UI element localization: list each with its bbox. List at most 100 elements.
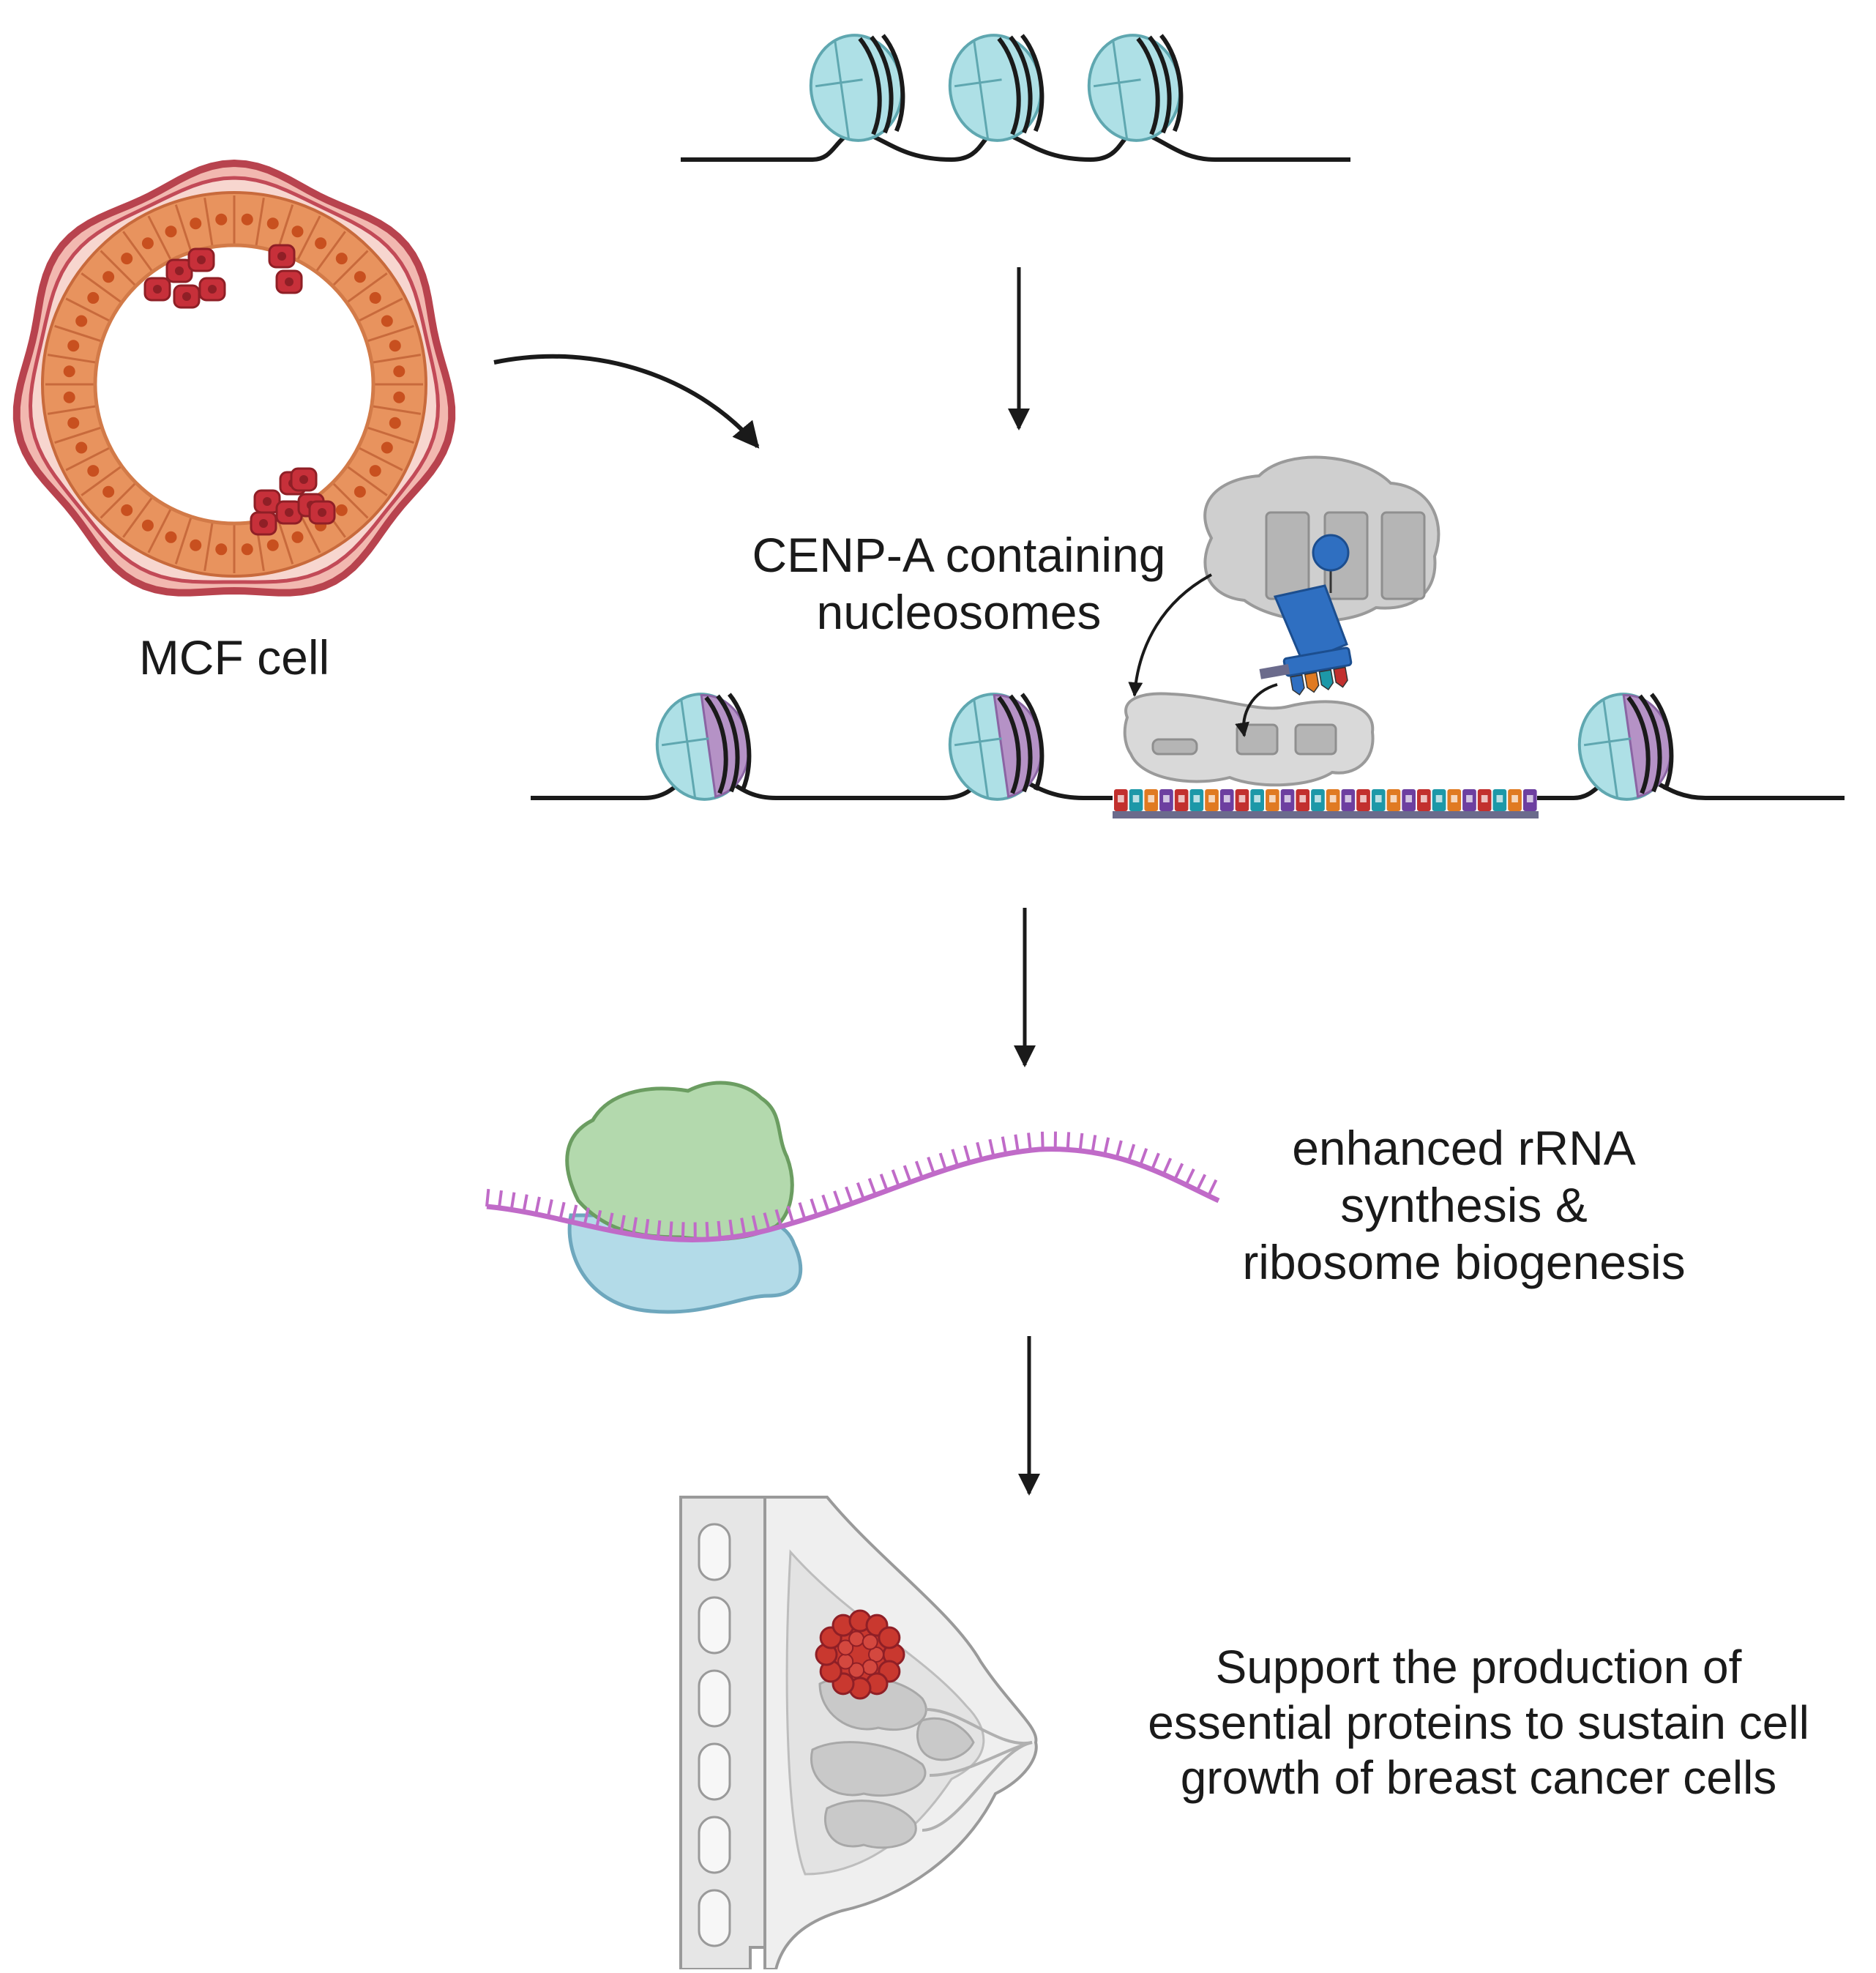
cell-nucleus <box>267 217 279 229</box>
breast-tumor-icon <box>681 1497 1036 1969</box>
rna-nucleotide <box>916 1161 922 1178</box>
cell-nucleus <box>142 520 154 532</box>
rna-nucleotide <box>1105 1138 1108 1155</box>
cell-nucleus <box>121 504 132 516</box>
nucleosome-icon <box>804 29 909 146</box>
rib-icon <box>699 1524 730 1580</box>
cell-nucleus <box>190 217 201 229</box>
cancer-cell-nucleus <box>259 519 268 528</box>
nucleotide-letter <box>1436 795 1443 802</box>
rna-nucleotide <box>523 1195 526 1212</box>
nucleotide-letter <box>1299 795 1306 802</box>
rna-nucleotide <box>799 1203 804 1220</box>
cancer-cell-nucleus <box>285 277 294 286</box>
cell-nucleus <box>389 340 401 351</box>
rna-nucleotide <box>1152 1153 1159 1169</box>
rna-nucleotide <box>846 1187 852 1204</box>
tissue-cross-section-icon <box>17 163 452 593</box>
cell-nucleus <box>381 441 393 453</box>
anticodon-base <box>1319 670 1334 690</box>
cell-nucleus <box>291 532 303 543</box>
rna-nucleotide <box>1015 1135 1018 1152</box>
cell-nucleus <box>389 417 401 429</box>
cancer-cell-nucleus <box>285 508 294 517</box>
cell-nucleus <box>215 214 227 225</box>
cell-nucleus <box>354 486 366 498</box>
cell-nucleus <box>165 532 177 543</box>
cell-nucleus <box>370 292 381 304</box>
rna-nucleotide <box>788 1206 793 1223</box>
nucleotide-letter <box>1285 795 1291 802</box>
rna-nucleotide <box>536 1197 539 1215</box>
cancer-cell-nucleus <box>182 292 191 301</box>
cell-nucleus <box>67 340 79 351</box>
cell-nucleus <box>370 465 381 477</box>
anticodon-base <box>1305 672 1320 693</box>
cell-nucleus <box>267 540 279 551</box>
nucleotide-letter <box>1481 795 1488 802</box>
rib-icon <box>699 1890 730 1946</box>
nucleotide-letter <box>1194 795 1200 802</box>
nucleotide-letter <box>1163 795 1170 802</box>
nucleosome-icon <box>943 29 1048 146</box>
cancer-cell-nucleus <box>197 256 206 264</box>
cell-nucleus <box>242 214 253 225</box>
cell-nucleus <box>393 365 405 377</box>
rna-nucleotide <box>941 1153 946 1170</box>
cell-nucleus <box>242 543 253 555</box>
rib-icon <box>699 1744 730 1799</box>
rna-nucleotide <box>683 1222 684 1239</box>
rna-nucleotide <box>1164 1158 1171 1174</box>
cell-nucleus <box>64 365 75 377</box>
cell-nucleus <box>381 316 393 327</box>
rna-nucleotide <box>560 1202 564 1219</box>
cell-nucleus <box>87 465 99 477</box>
cell-nucleus <box>291 225 303 237</box>
rna-nucleotide <box>990 1139 993 1156</box>
nucleotide-letter <box>1527 795 1533 802</box>
rna-nucleotide <box>834 1191 840 1208</box>
rna-nucleotide <box>1080 1133 1083 1151</box>
cell-nucleus <box>67 417 79 429</box>
cell-nucleus <box>87 292 99 304</box>
rna-nucleotide <box>977 1142 982 1159</box>
cell-nucleus <box>75 441 87 453</box>
mcf-cell-label: MCF cell <box>110 630 359 687</box>
cell-nucleus <box>315 237 326 249</box>
nucleotide-letter <box>1360 795 1367 802</box>
cell-nucleus <box>102 486 114 498</box>
rib-icon <box>699 1597 730 1653</box>
nucleotide-letter <box>1421 795 1427 802</box>
rna-nucleotide <box>1140 1149 1146 1165</box>
cancer-cell-nucleus <box>299 475 308 484</box>
cancer-cell-nucleus <box>277 252 286 261</box>
rna-nucleotide <box>512 1193 515 1210</box>
rna-nucleotide <box>1117 1141 1121 1157</box>
rib-icon <box>699 1817 730 1873</box>
rna-nucleotide <box>1028 1133 1031 1150</box>
anticodon-base <box>1290 675 1305 695</box>
rib-icon <box>699 1671 730 1726</box>
cell-nucleus <box>102 271 114 283</box>
rna-nucleotide <box>928 1157 934 1174</box>
cancer-cell-nucleus <box>263 497 272 506</box>
cenp-a-label: CENP-A containing nucleosomes <box>703 527 1215 641</box>
rna-nucleotide <box>870 1179 875 1196</box>
cell-nucleus <box>190 540 201 551</box>
cell-nucleus <box>336 253 348 264</box>
nucleotide-letter <box>1405 795 1412 802</box>
anticodon-base <box>1334 668 1348 688</box>
nucleotide-letter <box>1208 795 1215 802</box>
rna-nucleotide <box>965 1146 969 1163</box>
nucleotide-letter <box>1254 795 1260 802</box>
cancer-cell-nucleus <box>318 508 326 517</box>
rna-nucleotide <box>487 1189 488 1206</box>
nucleotide-letter <box>1391 795 1397 802</box>
rrna-synthesis-label: enhanced rRNA synthesis & ribosome bioge… <box>1193 1120 1735 1291</box>
rna-nucleotide <box>952 1149 957 1166</box>
nucleotide-strip <box>1113 789 1539 818</box>
cell-nucleus <box>336 504 348 516</box>
cell-nucleus <box>64 392 75 403</box>
cell-nucleus <box>393 392 405 403</box>
